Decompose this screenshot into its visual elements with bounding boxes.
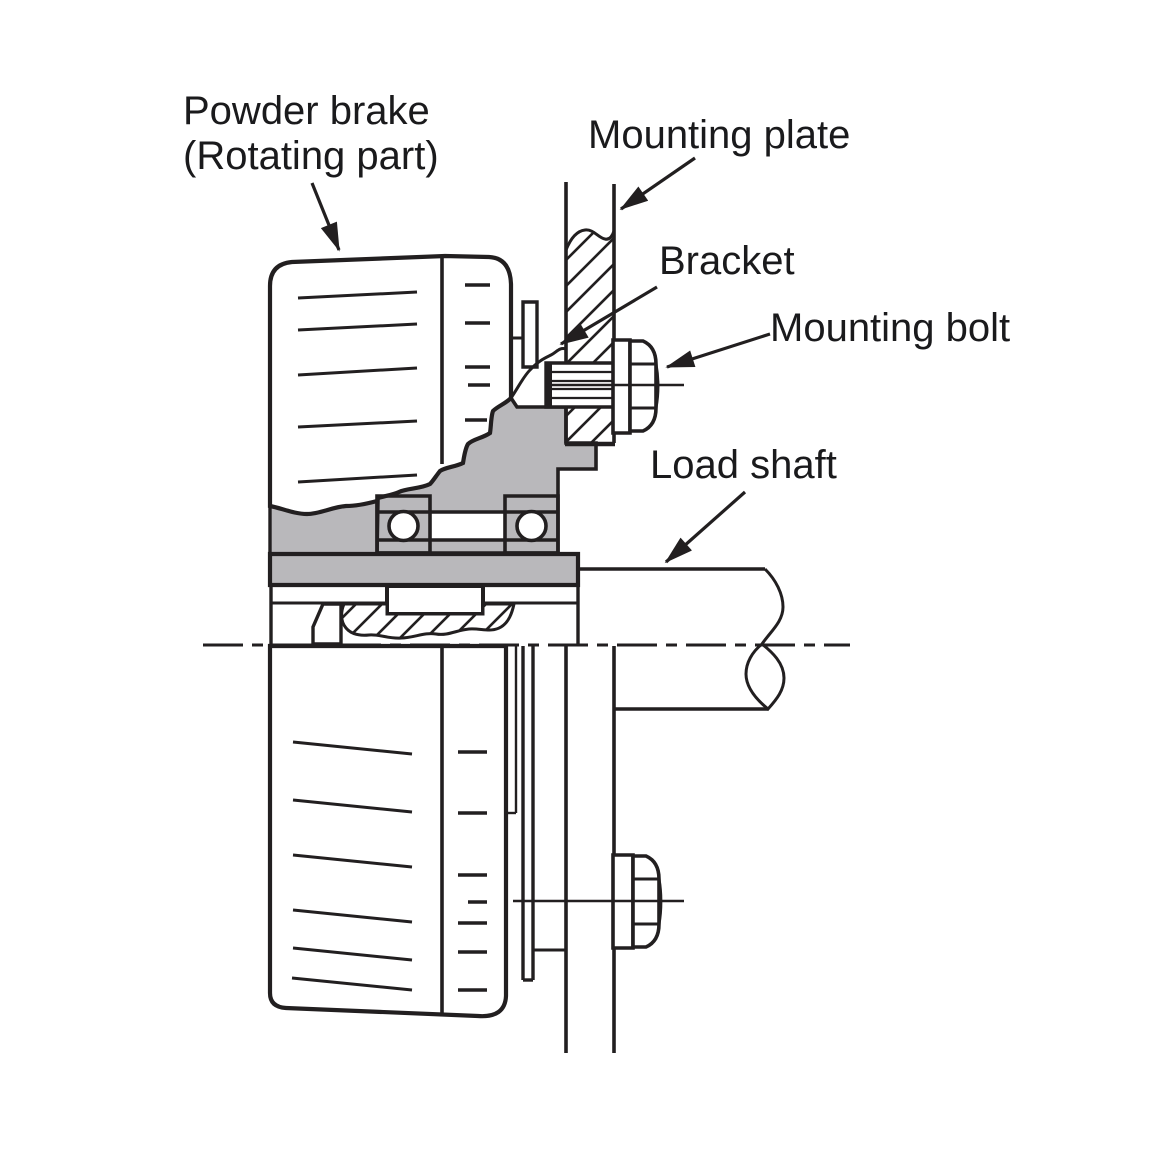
mounting-bolt-lower: [513, 853, 684, 950]
leader-arrows: [310, 156, 771, 564]
text-labels: Powder brake (Rotating part) Mounting pl…: [183, 89, 1010, 487]
label-load-shaft: Load shaft: [650, 443, 837, 487]
plate-break-wave: [564, 228, 616, 251]
powder-brake-upper-body: [267, 253, 514, 517]
label-bracket: Bracket: [659, 239, 795, 283]
bearing-assembly: [375, 494, 560, 555]
bracket-tab-group: [509, 300, 567, 399]
shaft-section-blob: [340, 602, 516, 640]
bearing-race-gap: [430, 513, 506, 539]
bolt-washer: [611, 338, 632, 435]
brake-flange-plates: [508, 646, 566, 982]
bearing-ball-left: [387, 509, 420, 543]
powder-brake-upper: [267, 253, 514, 517]
powder-brake-lower-body: [267, 643, 509, 1019]
leader-mounting-plate: [619, 156, 696, 211]
brake-fins-lower: [291, 740, 413, 992]
leader-mounting-bolt: [665, 332, 771, 369]
leader-powder-brake: [310, 182, 341, 252]
brake-fins-upper: [297, 290, 418, 484]
powder-brake-lower: [267, 643, 566, 1019]
mounting-bolt-upper: [544, 338, 684, 435]
shaft-break-s-curve: [760, 567, 785, 645]
leader-bracket: [559, 285, 658, 346]
label-mounting-bolt: Mounting bolt: [770, 306, 1010, 350]
body-break-wave: [509, 347, 567, 399]
bolt-thread-lines: [552, 370, 614, 400]
label-powder-brake-line2: (Rotating part): [183, 134, 439, 178]
leader-load-shaft: [664, 490, 747, 564]
brake-dashes-lower: [458, 750, 487, 992]
bracket-tab: [521, 300, 539, 369]
bearing-ball-right: [515, 509, 548, 543]
label-powder-brake-line1: Powder brake: [183, 89, 430, 133]
bearing-block-left: [375, 494, 432, 555]
bearing-block-right: [503, 494, 560, 555]
label-mounting-plate: Mounting plate: [588, 113, 850, 157]
load-shaft: [576, 553, 786, 712]
keyway: [385, 584, 485, 616]
hub-band: [267, 551, 581, 588]
brake-dashes-upper: [465, 283, 490, 422]
